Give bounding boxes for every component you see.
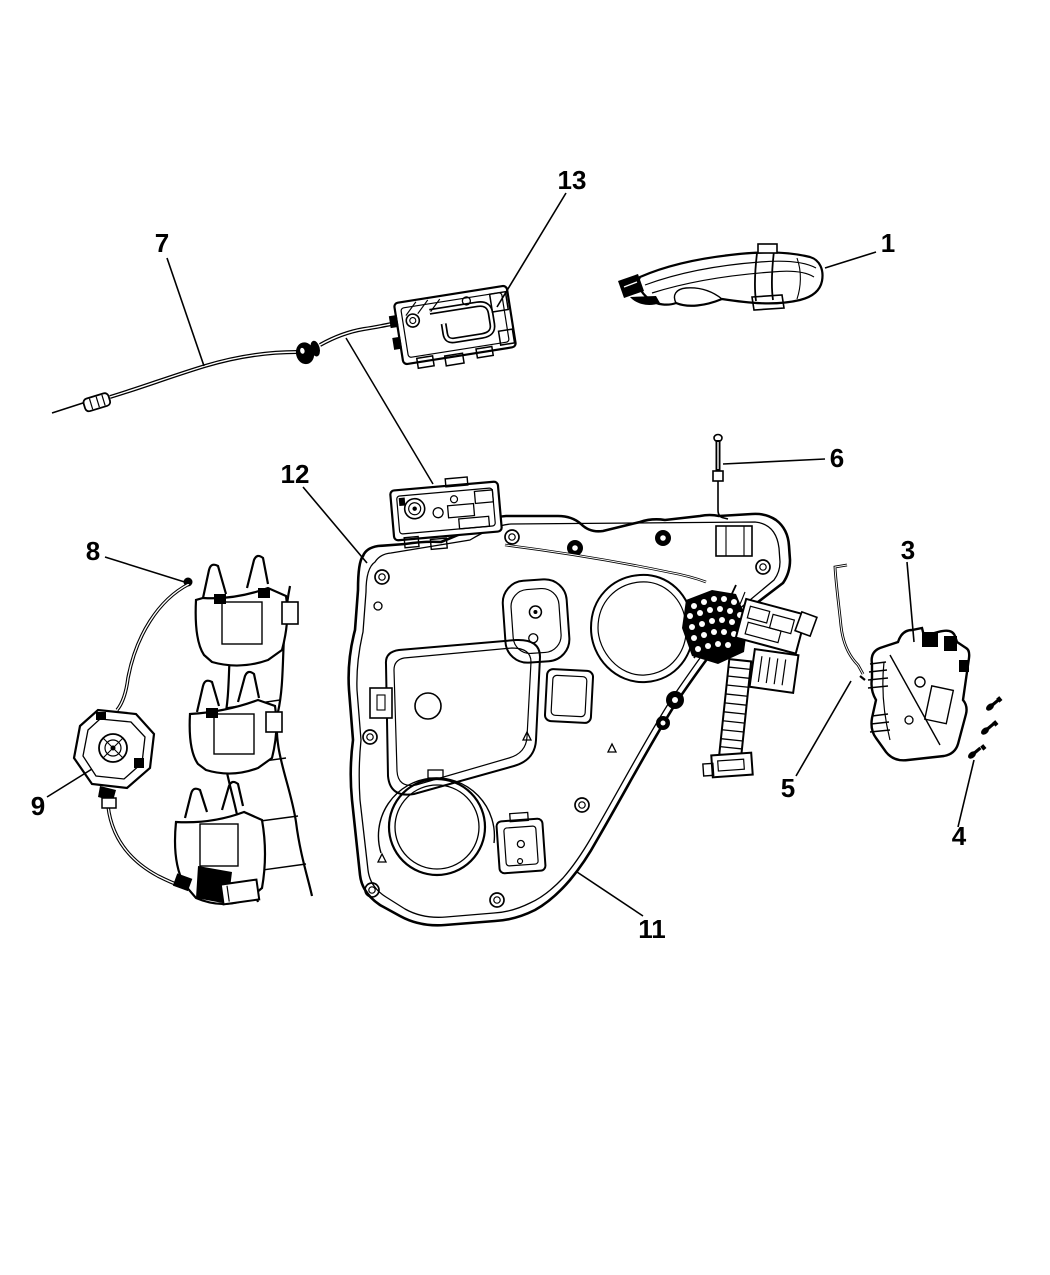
part-4-screws-drawing [968,696,1003,759]
part-9-regulator-motor-drawing [72,708,156,809]
callout-label-11: 11 [638,914,666,944]
callout-label-3: 3 [901,535,915,565]
assembly-link-line [345,337,434,485]
part-8-window-regulator-drawing [106,554,314,906]
leader-6 [722,458,826,465]
callout-label-5: 5 [781,773,795,803]
leader-8 [104,556,192,585]
part-6-lock-knob-rod-drawing [712,433,729,520]
part-5-lock-link-rod-drawing [833,563,866,681]
part-11-carrier-panel-drawing [347,512,792,927]
part-13-handle-bracket-drawing [388,284,517,370]
part-3-door-latch-drawing [867,626,971,762]
leader-3 [906,561,915,643]
leader-lines [46,192,975,917]
leader-9 [46,768,93,798]
callout-label-8: 8 [86,536,100,566]
leader-4 [957,759,975,828]
part-12-installed-bracket-drawing [389,476,503,551]
callout-label-1: 1 [881,228,895,258]
leader-1 [824,251,877,269]
callout-label-7: 7 [155,228,169,258]
callout-label-6: 6 [830,443,844,473]
callout-label-4: 4 [952,821,967,851]
leader-7 [166,257,205,367]
callout-label-13: 13 [558,165,587,195]
part-7-release-cable-drawing [51,321,398,414]
leader-12 [302,486,368,564]
leader-11 [576,871,644,917]
inner-latch-and-harness-cluster-drawing [682,590,818,779]
callout-label-12: 12 [281,459,310,489]
leader-13 [496,192,567,308]
callout-label-9: 9 [31,791,45,821]
part-1-outside-door-handle-drawing [618,243,824,311]
leader-5 [795,680,852,777]
